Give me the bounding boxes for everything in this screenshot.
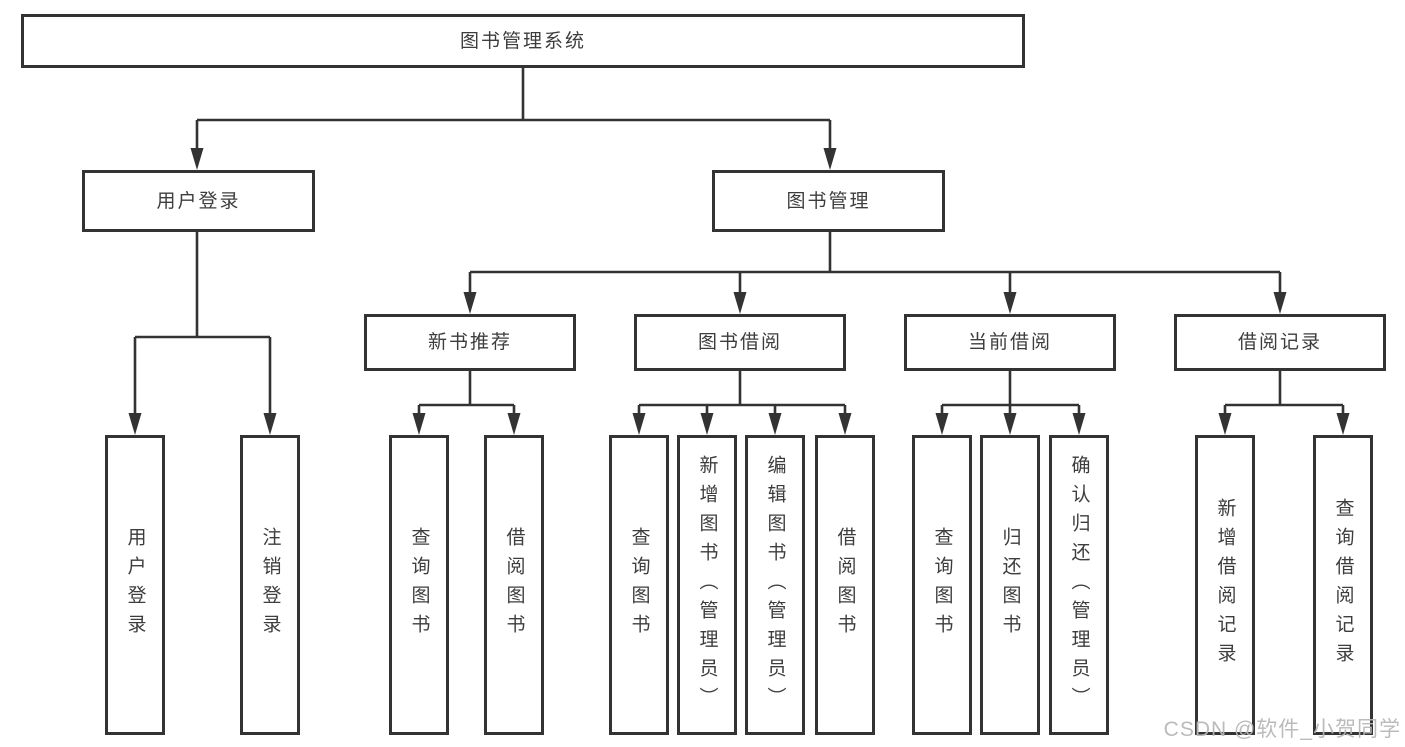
node-current-borrowing: 当前借阅 [904, 314, 1116, 371]
node-borrowing-records: 借阅记录 [1174, 314, 1386, 371]
leaf-logout: 注销登录 [240, 435, 300, 735]
leaf-edit-books-admin: 编辑图书（管理员） [745, 435, 805, 735]
leaf-query-books-borrow: 查询图书 [609, 435, 669, 735]
leaf-return-books: 归还图书 [980, 435, 1040, 735]
leaf-label: 新增借阅记录 [1214, 498, 1236, 672]
leaf-label: 归还图书 [999, 527, 1021, 643]
leaf-label: 查询图书 [408, 527, 430, 643]
leaf-label: 用户登录 [124, 527, 146, 643]
leaf-add-books-admin: 新增图书（管理员） [677, 435, 737, 735]
leaf-label: 确认归还（管理员） [1068, 454, 1090, 716]
leaf-label: 查询图书 [931, 527, 953, 643]
leaf-label: 新增图书（管理员） [696, 454, 718, 716]
leaf-borrow-books: 借阅图书 [815, 435, 875, 735]
leaf-label: 借阅图书 [503, 527, 525, 643]
csdn-watermark: CSDN @软件_小贺同学 [1163, 718, 1401, 741]
node-label: 图书管理 [786, 190, 871, 212]
leaf-add-borrow-record: 新增借阅记录 [1195, 435, 1255, 735]
leaf-query-books-current: 查询图书 [912, 435, 972, 735]
node-new-book-recommend: 新书推荐 [364, 314, 576, 371]
leaf-borrow-books-recommend: 借阅图书 [484, 435, 544, 735]
node-label: 新书推荐 [427, 332, 512, 353]
node-label: 图书管理系统 [459, 30, 586, 52]
leaf-user-login: 用户登录 [105, 435, 165, 735]
leaf-label: 编辑图书（管理员） [764, 454, 786, 716]
leaf-confirm-return-admin: 确认归还（管理员） [1049, 435, 1109, 735]
node-user-login-module: 用户登录 [82, 170, 315, 232]
leaf-label: 借阅图书 [834, 527, 856, 643]
leaf-label: 查询图书 [628, 527, 650, 643]
leaf-query-borrow-record: 查询借阅记录 [1313, 435, 1373, 735]
leaf-label: 查询借阅记录 [1332, 498, 1354, 672]
node-label: 图书借阅 [697, 332, 782, 353]
node-root-library-system: 图书管理系统 [21, 14, 1025, 68]
leaf-query-books-recommend: 查询图书 [389, 435, 449, 735]
leaf-label: 注销登录 [259, 527, 281, 643]
node-book-management-module: 图书管理 [712, 170, 945, 232]
node-label: 借阅记录 [1237, 332, 1322, 353]
node-label: 用户登录 [156, 190, 241, 212]
node-book-borrowing: 图书借阅 [634, 314, 846, 371]
node-label: 当前借阅 [967, 332, 1052, 353]
